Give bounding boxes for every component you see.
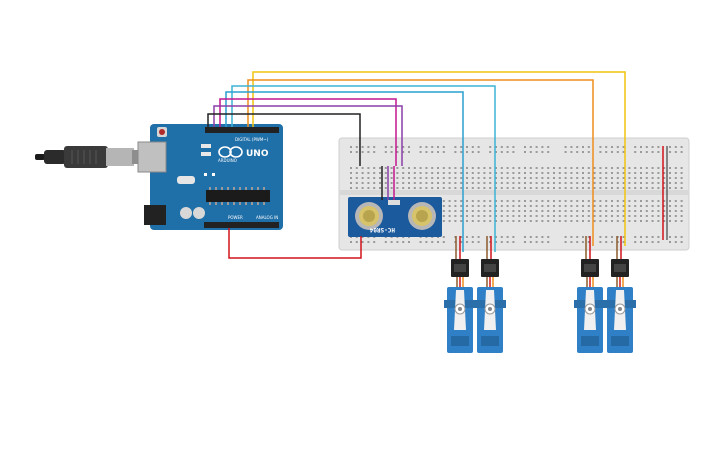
wire-7 <box>207 113 361 166</box>
wire-4 <box>225 91 464 252</box>
digital-label: DIGITAL (PWM~) <box>235 137 269 142</box>
crystal <box>177 176 195 184</box>
servo-2 <box>474 259 506 353</box>
wire-8 <box>228 228 362 259</box>
servo-3 <box>574 259 606 353</box>
analog-power-header <box>204 222 279 228</box>
capacitor <box>180 207 192 219</box>
ultrasonic-sensor: HC-SR04 <box>348 197 442 237</box>
servo-group <box>444 259 636 353</box>
arduino-uno-board: UNO ARDUINO DIGITAL (PWM~) POWER ANALOG … <box>137 124 283 230</box>
wires <box>207 71 626 260</box>
usb-port <box>137 141 167 173</box>
servo-1 <box>444 259 476 353</box>
wire-6 <box>213 105 403 166</box>
arduino-logo <box>218 146 243 158</box>
usb-cable <box>35 146 140 168</box>
sensor-label: HC-SR04 <box>369 226 395 233</box>
board-model: ARDUINO <box>218 158 237 163</box>
board-brand: UNO <box>246 149 269 159</box>
atmega-chip <box>206 190 270 202</box>
servo-4 <box>604 259 636 353</box>
capacitor <box>193 207 205 219</box>
wire-5 <box>219 98 397 166</box>
power-jack <box>144 205 166 225</box>
digital-header <box>205 127 279 133</box>
analog-label: ANALOG IN <box>256 215 278 220</box>
power-label: POWER <box>228 215 243 220</box>
wire-2 <box>247 79 594 246</box>
arduino-pcb <box>150 124 283 230</box>
